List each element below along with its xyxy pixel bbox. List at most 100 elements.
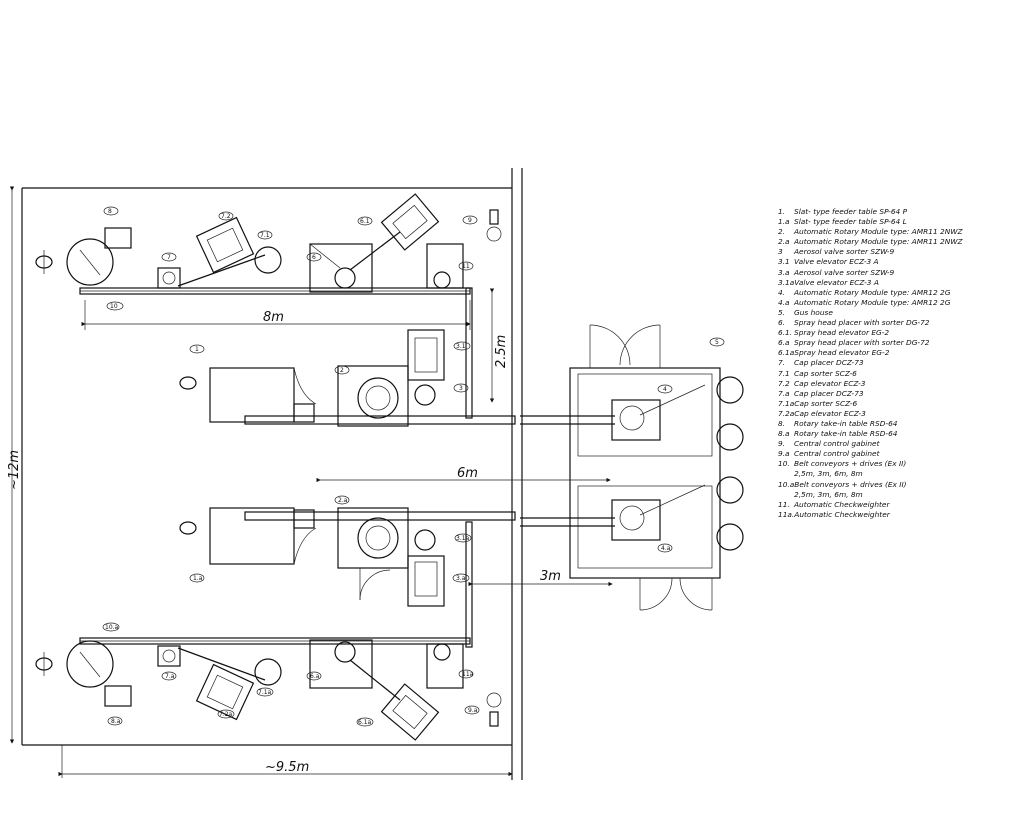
feeder-table-1a xyxy=(209,507,295,565)
legend-item-text: Automatic Rotary Module type: AMR11 2NWZ xyxy=(794,237,963,247)
dimension-width xyxy=(58,745,513,778)
legend-item-text: Aerosol valve sorter SZW-9 xyxy=(794,247,895,257)
cap-placer-7 xyxy=(157,267,181,289)
callout-2a: 2.a xyxy=(338,497,348,504)
legend-item-text: Cap elevator ECZ-3 xyxy=(794,378,866,388)
legend-item-code: 2. xyxy=(778,227,786,237)
width-dimension-label: ~9.5m xyxy=(265,760,309,775)
legend-item-text: Gus house xyxy=(794,307,833,317)
callouts: 8 7.2 7.1 7 6.1 6 9 11 10 1 2 3.1 3 4 5 … xyxy=(102,206,725,727)
legend-item-text: Central control gabinet xyxy=(794,449,880,459)
callout-11: 11 xyxy=(462,263,470,270)
control-cabinet-9 xyxy=(489,209,499,225)
legend-item-text: Slat- type feeder table SP-64 P xyxy=(794,207,908,216)
callout-7-1: 7.1 xyxy=(260,232,270,239)
callout-11a: 11a xyxy=(462,671,474,678)
legend-item-text: 2,5m, 3m, 6m, 8m xyxy=(794,489,863,499)
callout-7-1a: 7.1a xyxy=(258,689,272,696)
legend-item: 2,5m, 3m, 6m, 8m xyxy=(778,490,1018,500)
callout-9: 9 xyxy=(468,217,472,224)
callout-7: 7 xyxy=(167,254,171,261)
legend-item: 3 Aerosol valve sorter SZW-9 xyxy=(778,247,1018,257)
dimension-8m xyxy=(81,300,471,330)
callout-8: 8 xyxy=(108,208,112,215)
rotary-module-2 xyxy=(337,365,409,427)
legend-item-code: 11a. xyxy=(778,509,795,519)
conveyor-8m-label: 8m xyxy=(263,310,284,325)
rotary-module-2a xyxy=(337,507,409,569)
callout-3-1a: 3.1a xyxy=(456,535,470,542)
legend-item-code: 7.1a xyxy=(778,398,795,408)
legend-item-text: Spray head placer with sorter DG-72 xyxy=(794,318,930,328)
legend-item-code: 7.2a xyxy=(778,408,795,418)
legend-item: 10.aBelt conveyors + drives (Ex II) xyxy=(778,480,1018,490)
legend-item-text: Central control gabinet xyxy=(794,439,880,449)
callout-7-2a: 7.2a xyxy=(219,711,233,718)
callout-7-2: 7.2 xyxy=(221,213,231,220)
callout-4a: 4.a xyxy=(661,545,671,552)
callout-3-1: 3.1 xyxy=(456,343,466,350)
legend-item-code: 7.2 xyxy=(778,378,790,388)
legend-item-text: Cap sorter SCZ-6 xyxy=(794,368,857,378)
callout-6-1: 6.1 xyxy=(360,218,370,225)
legend-item: 6.Spray head placer with sorter DG-72 xyxy=(778,318,1018,328)
legend-item-code: 6.1a xyxy=(778,348,795,358)
callout-1a: 1.a xyxy=(193,575,203,582)
callout-6-1a: 6.1a xyxy=(358,719,372,726)
legend-item-text: Belt conveyors + drives (Ex II) xyxy=(794,459,907,469)
legend-item: 3.a Aerosol valve sorter SZW-9 xyxy=(778,268,1018,278)
mid-upper-line xyxy=(179,329,516,427)
legend-item: 8. Rotary take-in table RSD-64 xyxy=(778,419,1018,429)
legend-item-text: Automatic Checkweighter xyxy=(794,509,890,519)
legend-item-code: 3.a xyxy=(778,267,790,277)
callout-8a: 8.a xyxy=(111,718,121,725)
feeder-table-1 xyxy=(209,367,295,423)
legend-item-text: Cap elevator ECZ-3 xyxy=(794,408,866,418)
legend-item: 7.1aCap sorter SCZ-6 xyxy=(778,399,1018,409)
legend-item-code: 4.a xyxy=(778,297,790,307)
rotary-table-8 xyxy=(66,238,114,286)
legend-item-code: 3.1 xyxy=(778,257,790,267)
legend-item-code: 6.a xyxy=(778,338,790,348)
legend-item-code: 1. xyxy=(778,207,786,216)
legend-item-code: 8. xyxy=(778,418,786,428)
height-dimension-label: ~12m xyxy=(7,450,22,490)
gas-house-5 xyxy=(520,324,744,611)
legend-item-text: Rotary take-in table RSD-64 xyxy=(794,418,898,428)
legend-item-text: Slat- type feeder table SP-64 L xyxy=(794,217,907,227)
callout-4: 4 xyxy=(663,386,667,393)
callout-1: 1 xyxy=(195,346,199,353)
legend-item-code: 11. xyxy=(778,499,790,509)
legend-item: 2. Automatic Rotary Module type: AMR11 2N… xyxy=(778,227,1018,237)
legend-item-code: 3 xyxy=(778,247,783,257)
legend-item-text: Valve elevator ECZ-3 A xyxy=(794,277,879,287)
legend-item-text: Automatic Rotary Module type: AMR11 2NWZ xyxy=(794,227,963,237)
legend-item-code: 6.1. xyxy=(778,328,793,338)
legend-item-code: 4. xyxy=(778,287,786,297)
legend-item: 9. Central control gabinet xyxy=(778,439,1018,449)
legend-item-code: 3.1a xyxy=(778,277,795,287)
legend-item-text: Cap placer DCZ-73 xyxy=(794,388,864,398)
legend-item: 6.1.Spray head elevator EG-2 xyxy=(778,328,1018,338)
hall-outline xyxy=(21,168,523,780)
legend-item: 6.1aSpray head elevator EG-2 xyxy=(778,348,1018,358)
legend-item-code: 2.a xyxy=(778,237,790,247)
legend-item-text: 2,5m, 3m, 6m, 8m xyxy=(794,469,863,479)
legend-item-text: Aerosol valve sorter SZW-9 xyxy=(794,267,895,277)
top-line xyxy=(35,193,502,295)
callout-9a: 9.a xyxy=(468,707,478,714)
legend-item: 7.2 Cap elevator ECZ-3 xyxy=(778,379,1018,389)
rotary-module-4 xyxy=(611,399,661,441)
legend-item: 1. Slat- type feeder table SP-64 P xyxy=(778,207,1018,217)
legend-item-text: Belt conveyors + drives (Ex II) xyxy=(794,479,907,489)
legend-item-code: 9. xyxy=(778,439,786,449)
legend-item-code: 10.a xyxy=(778,479,795,489)
legend-item-text: Spray head elevator EG-2 xyxy=(794,348,890,358)
